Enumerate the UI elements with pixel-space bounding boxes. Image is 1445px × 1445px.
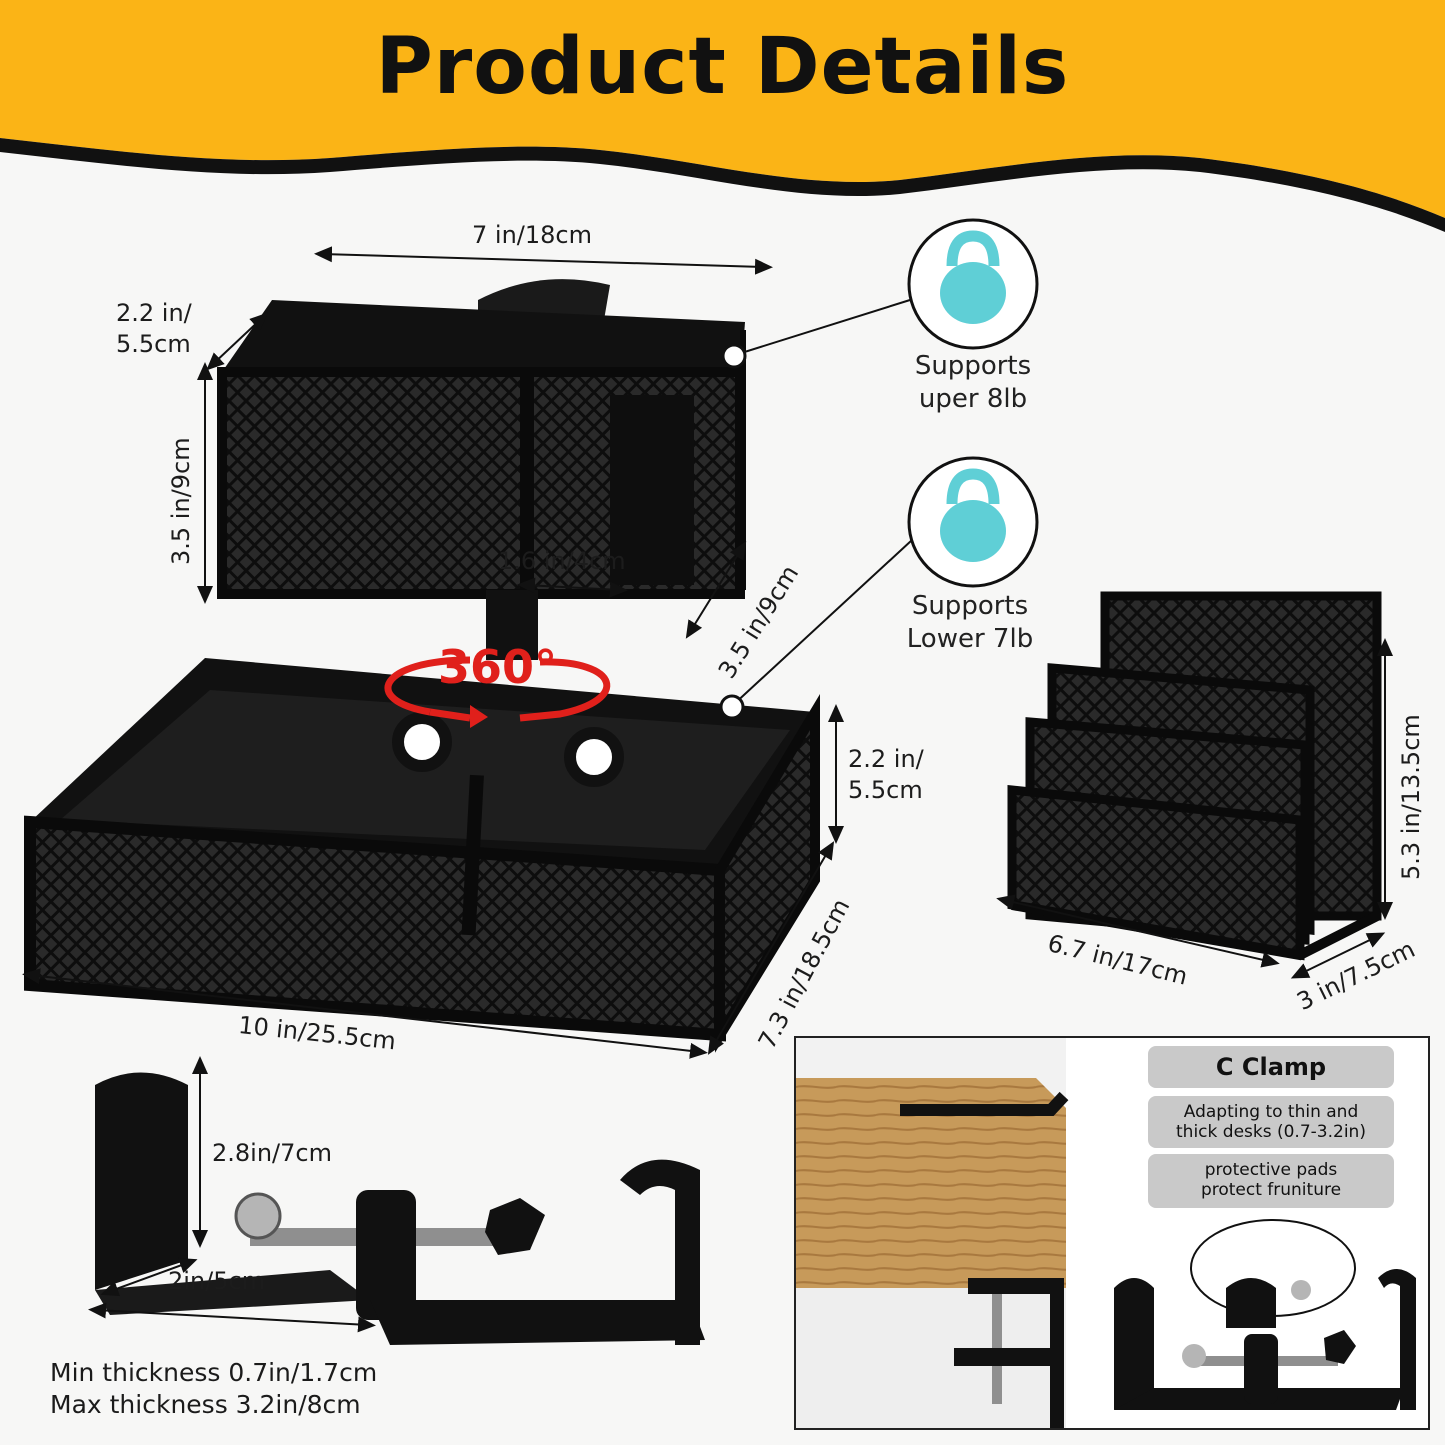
top-depth-label: 2.2 in/ 5.5cm: [116, 299, 192, 359]
support-lower-badge: [907, 456, 1039, 588]
rotation-label: 360°: [438, 640, 558, 694]
banner-wave-shape: [0, 0, 1445, 232]
support-upper-badge: [907, 218, 1039, 350]
clamp-depth-label: 2in/5cm: [168, 1267, 266, 1295]
c-clamp: [95, 1072, 705, 1345]
c-clamp-feature-pads: protective pads protect fruniture: [1148, 1154, 1394, 1208]
top-height-label: 3.5 in/9cm: [167, 437, 195, 565]
clamp-height-label: 2.8in/7cm: [212, 1139, 332, 1167]
top-tier-organizer: [217, 279, 746, 660]
max-thickness-label: Max thickness 3.2in/8cm: [50, 1390, 361, 1419]
page-title: Product Details: [375, 22, 1070, 112]
sorter-height-label: 5.3 in/13.5cm: [1397, 714, 1425, 880]
bottom-tier-organizer: [24, 658, 820, 1053]
c-clamp-title: C Clamp: [1148, 1046, 1394, 1088]
bottom-height-label: 2.2 in/ 5.5cm: [848, 745, 924, 805]
rotation-indicator: [384, 656, 611, 728]
min-thickness-label: Min thickness 0.7in/1.7cm: [50, 1358, 378, 1387]
kettlebell-icon: [940, 230, 1006, 324]
c-clamp-panel: C Clamp Adapting to thin and thick desks…: [794, 1036, 1430, 1430]
c-clamp-feature-thickness: Adapting to thin and thick desks (0.7-3.…: [1148, 1096, 1394, 1148]
top-width-label: 7 in/18cm: [472, 221, 592, 249]
support-lower-label: Supports Lower 7lb: [906, 591, 1034, 654]
dimension-lines: [22, 246, 1393, 1333]
desk-clamp-illustration: [796, 1038, 1416, 1428]
slot-width-label: 1.6 in/4cm: [498, 547, 626, 575]
header-banner: Product Details: [0, 0, 1445, 240]
kettlebell-icon: [940, 468, 1006, 562]
support-upper-label: Supports uper 8lb: [914, 351, 1032, 414]
